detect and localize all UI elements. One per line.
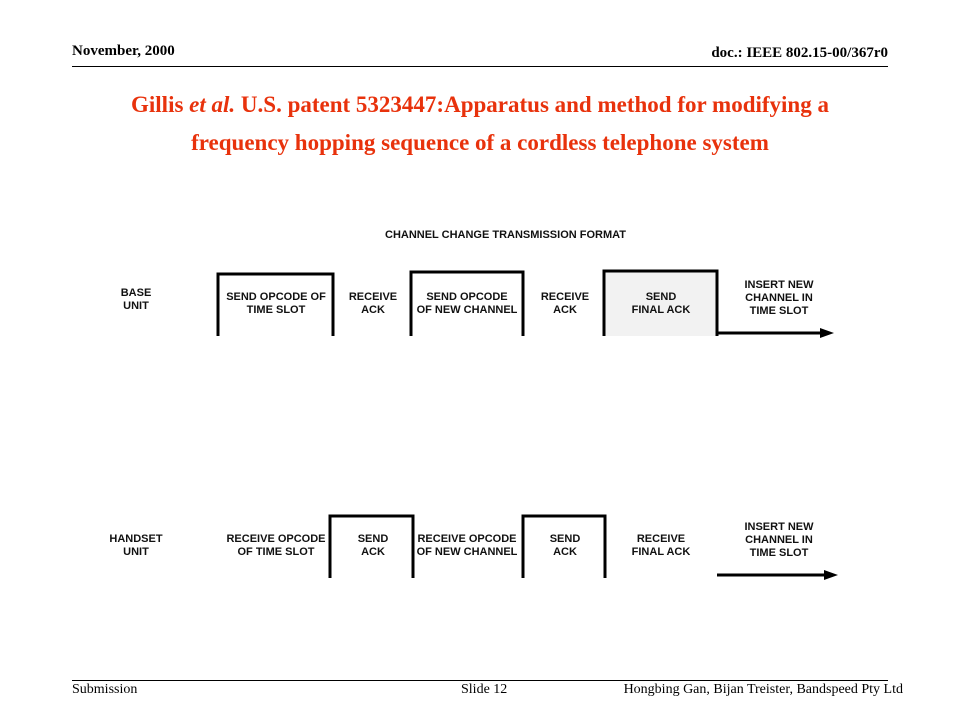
base-arrow-head bbox=[820, 328, 834, 338]
handset-unit-label-line-2: UNIT bbox=[123, 546, 149, 558]
base-slot-4-text-line-2: ACK bbox=[553, 304, 577, 316]
base-slot-6-text-line-3: TIME SLOT bbox=[750, 305, 809, 317]
base-slot-2-text-line-1: RECEIVE bbox=[349, 291, 397, 303]
handset-slot-5-text-line-2: FINAL ACK bbox=[632, 546, 691, 558]
handset-slot-3-text-line-1: RECEIVE OPCODE bbox=[417, 533, 516, 545]
title-line1-a: Gillis bbox=[131, 92, 190, 117]
base-slot-2-text-line-2: ACK bbox=[361, 304, 385, 316]
footer-authors: Hongbing Gan, Bijan Treister, Bandspeed … bbox=[623, 682, 903, 697]
base-unit-label-line-1: BASE bbox=[121, 287, 152, 299]
footer-submission: Submission bbox=[72, 682, 138, 697]
base-slot-3-text-line-2: OF NEW CHANNEL bbox=[417, 304, 518, 316]
handset-slot-box-2 bbox=[328, 514, 415, 578]
base-slot-5-text-line-2: FINAL ACK bbox=[632, 304, 691, 316]
handset-slot-2-text-line-2: ACK bbox=[361, 546, 385, 558]
base-slot-box-5-fill bbox=[604, 271, 717, 336]
footer-divider bbox=[72, 680, 888, 681]
handset-arrow-head bbox=[824, 570, 838, 580]
handset-slot-6-text-line-2: CHANNEL IN bbox=[745, 534, 813, 546]
header-date: November, 2000 bbox=[72, 43, 175, 59]
diagram-heading: CHANNEL CHANGE TRANSMISSION FORMAT bbox=[385, 229, 626, 241]
handset-slot-5-text-line-1: RECEIVE bbox=[637, 533, 685, 545]
base-slot-6-text-line-1: INSERT NEW bbox=[744, 279, 814, 291]
handset-slot-6-text-line-3: TIME SLOT bbox=[750, 547, 809, 559]
handset-slot-6-text-line-1: INSERT NEW bbox=[744, 521, 814, 533]
handset-unit-label-line-1: HANDSET bbox=[109, 533, 162, 545]
handset-slot-3-text-line-2: OF NEW CHANNEL bbox=[417, 546, 518, 558]
base-slot-1-text-line-1: SEND OPCODE OF bbox=[226, 291, 326, 303]
base-slot-4-text-line-1: RECEIVE bbox=[541, 291, 589, 303]
handset-slot-1-text-line-1: RECEIVE OPCODE bbox=[226, 533, 325, 545]
base-slot-6-text-line-2: CHANNEL IN bbox=[745, 292, 813, 304]
title-line1-italic: et al. bbox=[189, 92, 236, 117]
title-line2: frequency hopping sequence of a cordless… bbox=[191, 130, 769, 155]
handset-slot-4-text-line-1: SEND bbox=[550, 533, 581, 545]
handset-slot-1-text-line-2: OF TIME SLOT bbox=[238, 546, 315, 558]
base-unit-label-line-2: UNIT bbox=[123, 300, 149, 312]
handset-slot-2-text-line-1: SEND bbox=[358, 533, 389, 545]
base-slot-5-text-line-1: SEND bbox=[646, 291, 677, 303]
handset-slot-4-text-line-2: ACK bbox=[553, 546, 577, 558]
slide-title: Gillis et al. U.S. patent 5323447:Appara… bbox=[40, 86, 920, 162]
base-slot-box-3 bbox=[409, 270, 525, 336]
handset-slot-box-4 bbox=[521, 514, 607, 578]
footer-slide-number: Slide 12 bbox=[461, 682, 508, 697]
base-slot-box-5 bbox=[602, 269, 719, 336]
base-slot-box-1 bbox=[216, 272, 335, 336]
base-slot-1-text-line-2: TIME SLOT bbox=[247, 304, 306, 316]
title-line1-b: U.S. patent 5323447:Apparatus and method… bbox=[235, 92, 829, 117]
base-slot-3-text-line-1: SEND OPCODE bbox=[426, 291, 507, 303]
header-divider bbox=[72, 66, 888, 67]
header-doc-id: doc.: IEEE 802.15-00/367r0 bbox=[711, 45, 888, 61]
